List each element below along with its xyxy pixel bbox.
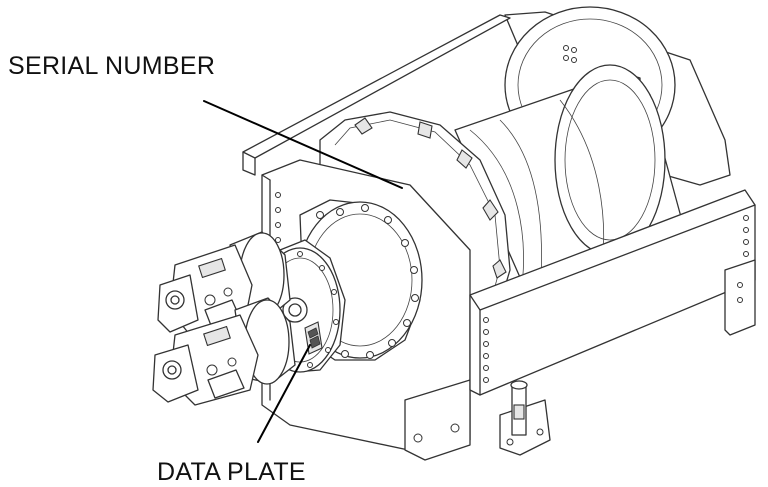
serial-number-leader-line [203,100,403,189]
data-plate-leader-line [257,344,311,443]
brake-cylinder [499,380,551,456]
top-frame-rail [242,14,511,176]
lower-hydraulic-motor [152,297,296,406]
data-plate-callout: DATA PLATE [157,458,306,486]
serial-number-callout: SERIAL NUMBER [8,52,216,80]
upper-hydraulic-motor [157,231,291,336]
front-cross-member [469,189,756,396]
